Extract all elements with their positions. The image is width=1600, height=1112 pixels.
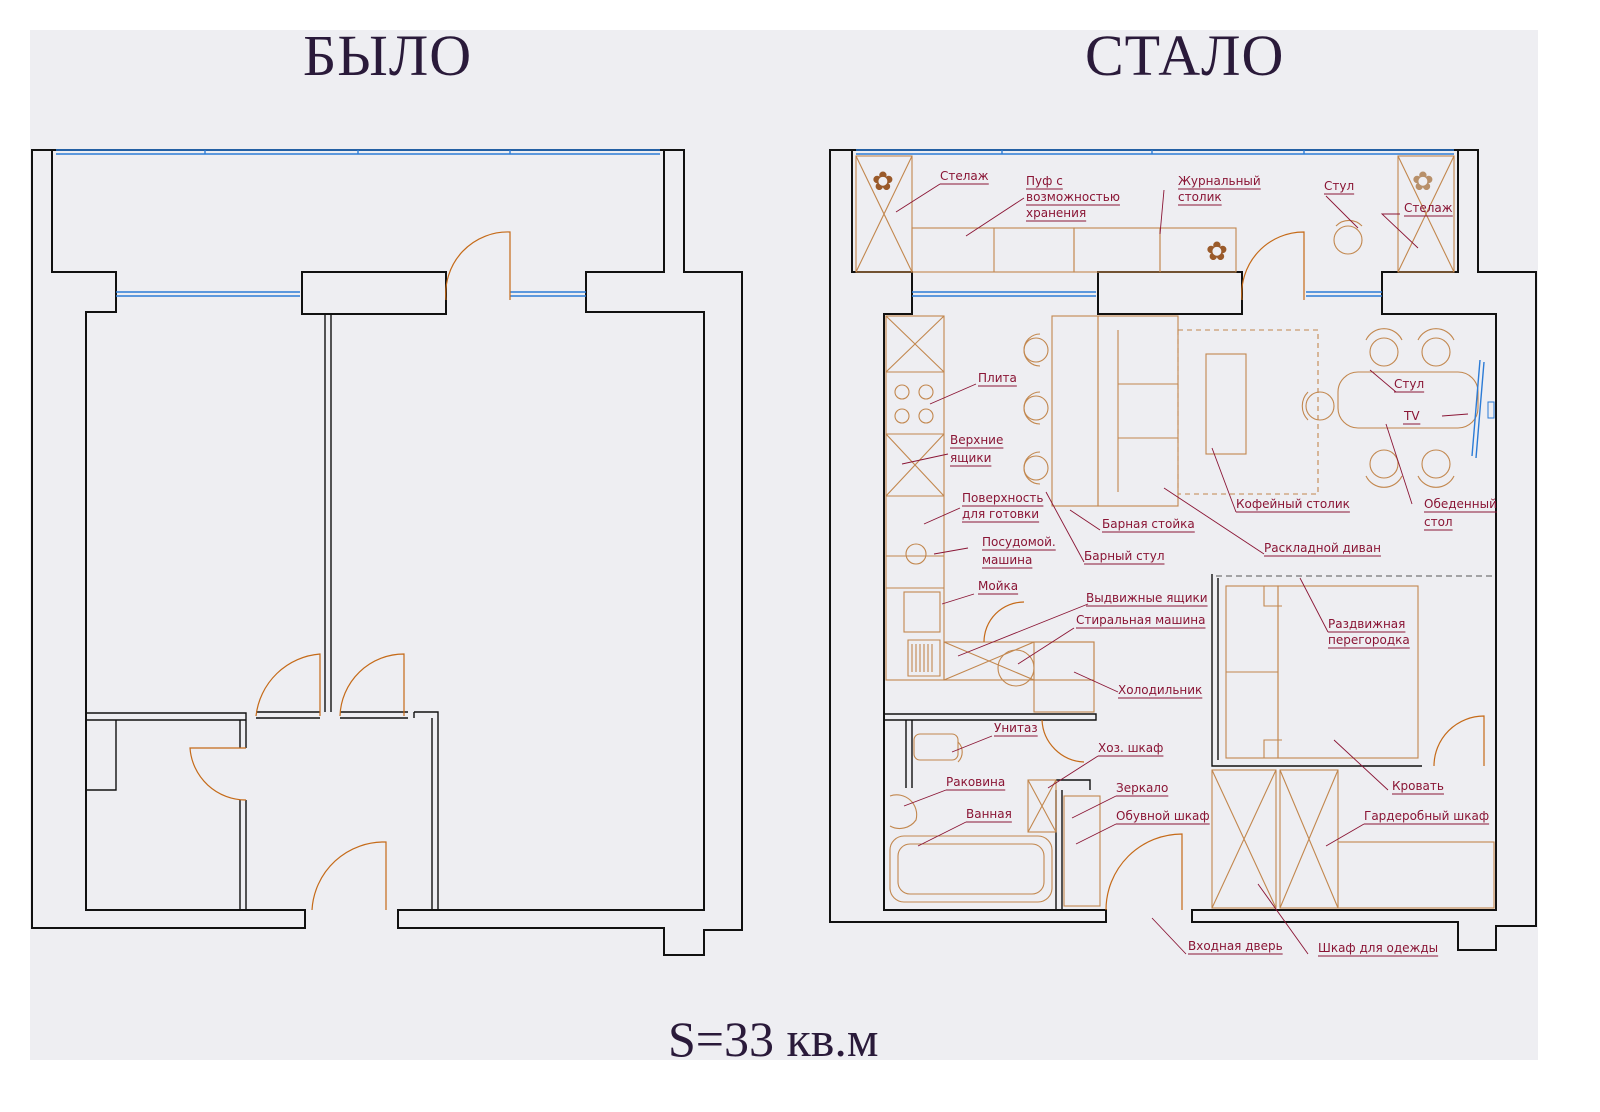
label-plita: Плита <box>978 371 1017 385</box>
bathroom <box>884 713 1101 910</box>
wardrobes <box>1211 769 1495 909</box>
label-posud-line1: Посудомой. <box>982 535 1056 549</box>
label-stul-dining: Стул <box>1394 377 1424 391</box>
wall-outer-left <box>31 149 306 929</box>
partition-vertical-before <box>324 314 332 712</box>
label-verhnie-line1: Верхние <box>950 433 1003 447</box>
windows-after <box>856 149 1454 297</box>
label-vhodnaya: Входная дверь <box>1188 939 1283 953</box>
label-garderob: Гардеробный шкаф <box>1364 809 1489 823</box>
title-after: СТАЛО <box>1085 23 1285 88</box>
label-moyka: Мойка <box>978 579 1018 593</box>
wall-pier-after <box>1097 271 1243 315</box>
dining-area <box>1301 328 1479 488</box>
plant-icon: ✿ <box>1206 237 1228 267</box>
tv-stand <box>1471 359 1485 459</box>
label-stul-balcony: Стул <box>1324 179 1354 193</box>
balcony-before <box>52 149 664 273</box>
kitchen-door <box>983 601 1025 643</box>
partition-bath-before <box>85 712 247 910</box>
label-poverh-line1: Поверхность <box>962 491 1043 505</box>
area-total: S=33 кв.м <box>668 1011 879 1067</box>
label-tv: TV <box>1403 409 1420 423</box>
label-razdvizh-line2: перегородка <box>1328 633 1410 647</box>
label-barny-stul: Барный стул <box>1084 549 1165 563</box>
label-stellazh-right: Стелаж <box>1404 201 1453 215</box>
labels-layer: Стелаж Пуф с возможностью хранения Журна… <box>895 169 1497 957</box>
label-krovat: Кровать <box>1392 779 1444 793</box>
plan-after: ✿ ✿ ✿ <box>829 149 1537 951</box>
label-puf-line2: возможностью <box>1026 190 1120 204</box>
sofa-area <box>1097 315 1319 507</box>
label-rakovina: Раковина <box>946 775 1005 789</box>
plant-icon: ✿ <box>872 167 894 197</box>
label-raskladnoy: Раскладной диван <box>1264 541 1381 555</box>
label-poverh-line2: для готовки <box>962 507 1039 521</box>
windows-before <box>56 149 660 297</box>
label-zhurnal-line2: столик <box>1178 190 1222 204</box>
partition-hall-before <box>256 711 439 910</box>
label-hoz-shkaf: Хоз. шкаф <box>1098 741 1163 755</box>
wall-outer-left-after <box>829 149 1107 923</box>
balcony-door-after <box>1241 231 1305 301</box>
wall-pier-before <box>301 271 447 315</box>
label-holodilnik: Холодильник <box>1118 683 1202 697</box>
label-razdvizh-line1: Раздвижная <box>1328 617 1405 631</box>
kitchen-furniture <box>885 315 1095 713</box>
label-unitaz: Унитаз <box>994 721 1038 735</box>
label-verhnie-line2: ящики <box>950 451 991 465</box>
label-kofeyny: Кофейный столик <box>1236 497 1350 511</box>
label-vannaya: Ванная <box>966 807 1012 821</box>
label-obuvnoy: Обувной шкаф <box>1116 809 1210 823</box>
drawing-background <box>30 30 1538 1060</box>
bar-area <box>1023 315 1099 507</box>
label-obedenny-line2: стол <box>1424 515 1453 529</box>
doors-before <box>189 231 511 911</box>
label-vydvizhnye: Выдвижные ящики <box>1086 591 1208 605</box>
label-posud-line2: машина <box>982 553 1032 567</box>
label-zhurnal-line1: Журнальный <box>1178 174 1261 188</box>
title-before: БЫЛО <box>303 23 473 88</box>
entrance-door <box>1105 833 1183 911</box>
label-puf-line1: Пуф с <box>1026 174 1063 188</box>
label-zerkalo: Зеркало <box>1116 781 1168 795</box>
label-barnaya-stoyka: Барная стойка <box>1102 517 1195 531</box>
plant-icon: ✿ <box>1412 167 1434 197</box>
label-stiralnaya: Стиральная машина <box>1076 613 1206 627</box>
label-shkaf-odezhdy: Шкаф для одежды <box>1318 941 1438 955</box>
plan-before <box>31 149 743 956</box>
bedroom <box>1211 574 1485 767</box>
leader-lines <box>895 183 1469 955</box>
plant-icons: ✿ ✿ ✿ <box>872 167 1434 267</box>
label-puf-line3: хранения <box>1026 206 1086 220</box>
label-stellazh-left: Стелаж <box>940 169 989 183</box>
label-obedenny-line1: Обеденный <box>1424 497 1497 511</box>
